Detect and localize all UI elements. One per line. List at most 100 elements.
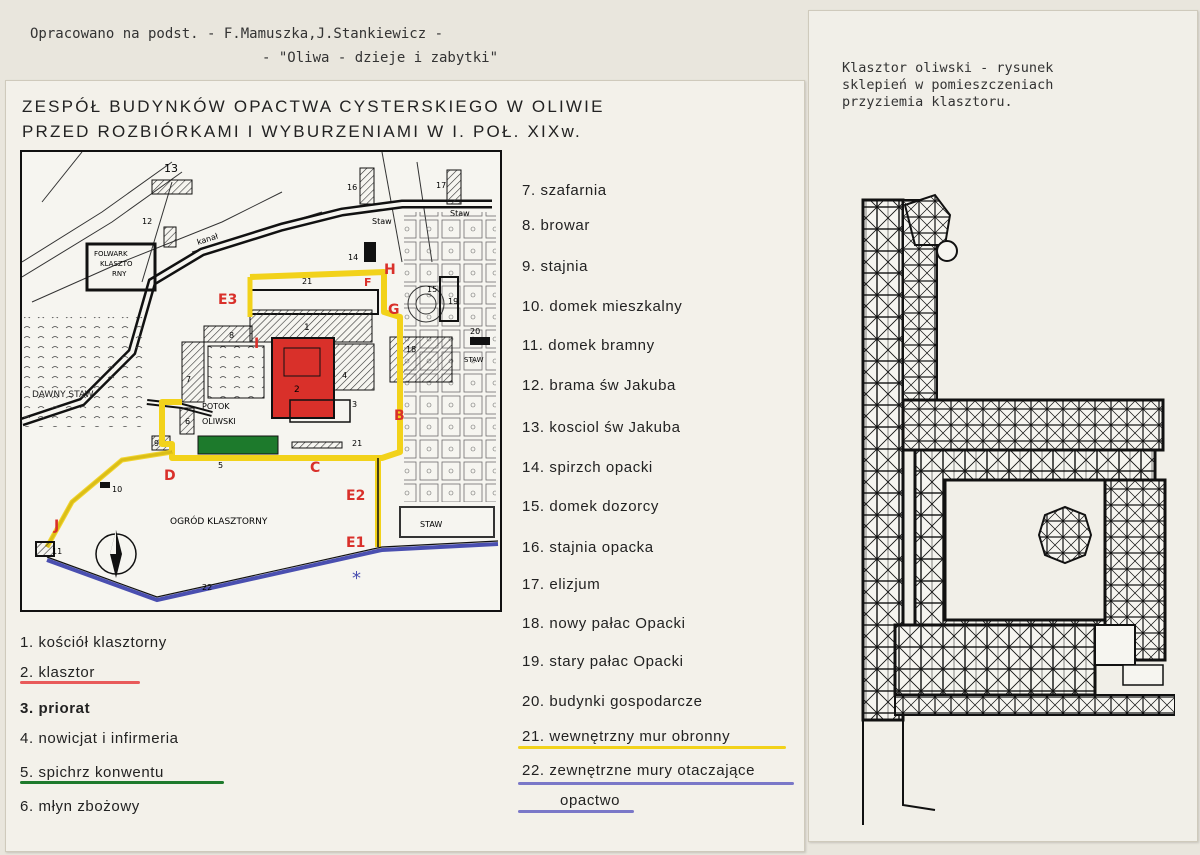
vault-plan-drawing [861,193,1175,825]
label-folwark-1: FOLWARK [94,250,128,258]
legend-item-18: 18. nowy pałac Opacki [522,615,686,632]
label-staw-1: Staw [372,217,392,226]
mark-f: F [364,276,372,289]
num-8: 8 [229,331,234,340]
num-14: 14 [348,253,358,262]
legend-left: 1. kościół klasztorny 2. klasztor 3. pri… [20,628,280,828]
caption-line-3: przyziemia klasztoru. [842,94,1013,110]
legend-item-14: 14. spirzch opacki [522,459,653,476]
legend-item-8: 8. browar [522,217,590,234]
underline-item-5 [20,781,224,784]
mark-e1: E1 [346,535,365,551]
outer-wall [45,450,173,548]
mill-6 [179,407,195,435]
underline-item-2 [20,681,140,684]
legend-item-7: 7. szafarnia [522,182,607,199]
num-20: 20 [470,327,480,336]
label-staw-right: STAW [464,356,484,364]
legend-item-19: 19. stary pałac Opacki [522,653,684,670]
num-6: 6 [185,417,190,426]
legend-item-12: 12. brama św Jakuba [522,377,676,394]
num-4: 4 [342,371,347,380]
num-17: 17 [436,181,446,190]
compass-icon [95,530,137,578]
label-ogrod: OGRÓD KLASZTORNY [170,515,268,527]
blue-mark: * [352,568,361,589]
label-potok-1: POTOK [202,402,230,411]
num-5: 5 [218,461,223,470]
monastery-2 [271,337,335,419]
plan-fountain-house [1037,505,1093,565]
label-staw-bottom: STAW [420,520,442,529]
mark-c: C [310,460,320,476]
vault-plan-caption: Klasztor oliwski - rysunek sklepień w po… [842,60,1053,111]
legend-item-16: 16. stajnia opacka [522,539,654,556]
legend-item-22-cont: opactwo [560,792,621,809]
legend-mid: 7. szafarnia 8. browar 9. stajnia 10. do… [518,178,802,828]
abbey-map: DAWNY STAW FOLWARK KLASZTO RNY 13 12 kan… [20,150,502,612]
courtyard [207,345,265,399]
plan-north-wing [901,398,1165,452]
num-12: 12 [142,217,152,226]
staw-pond [399,506,495,538]
caption-line-1: Klasztor oliwski - rysunek [842,60,1054,76]
legend-item-22: 22. zewnętrzne mury otaczające [522,762,756,779]
label-folwark-2: KLASZTO [100,260,133,268]
underline-item-22-cont [518,810,634,813]
mark-h: H [384,262,396,278]
granary-5 [197,435,279,455]
map-title: ZESPÓŁ BUDYNKÓW OPACTWA CYSTERSKIEGO W O… [22,94,605,144]
building-7 [181,341,205,403]
folwark [85,242,157,292]
building-11 [35,541,55,557]
outer-wall-22 [46,542,499,603]
building-8 [203,325,253,343]
num-11: 11 [52,547,62,556]
num-3: 3 [352,400,357,409]
building-10 [100,482,110,488]
legend-item-21: 21. wewnętrzny mur obronny [522,728,731,745]
legend-item-13: 13. kosciol św Jakuba [522,419,681,436]
mark-b: B [394,408,405,424]
num-19: 19 [448,297,458,306]
building-13 [151,179,193,195]
mark-e3: E3 [218,292,237,308]
legend-item-9: 9. stajnia [522,258,589,275]
legend-item-6: 6. młyn zbożowy [20,798,140,815]
abbey-map-drawing: DAWNY STAW FOLWARK KLASZTO RNY 13 12 kan… [22,152,499,603]
label-dawny-staw: DAWNY STAW [32,390,94,400]
title-line-2: PRZED ROZBIÓRKAMI I WYBURZENIAMI W I. PO… [22,122,582,141]
priorat-3 [289,399,351,423]
legend-item-10: 10. domek mieszkalny [522,298,683,315]
legend-item-3: 3. priorat [20,700,91,717]
num-9: 9 [154,439,159,448]
dawny-staw-area [24,317,144,427]
credit-line-2: - "Oliwa - dzieje i zabytki" [262,50,499,66]
credit-line-1: Opracowano na podst. - F.Mamuszka,J.Stan… [30,26,444,42]
label-folwark-3: RNY [112,270,127,278]
legend-item-4: 4. nowicjat i infirmeria [20,730,179,747]
plan-south-corridor [894,694,1175,716]
building-14 [364,242,376,262]
building-4 [333,343,375,391]
title-line-1: ZESPÓŁ BUDYNKÓW OPACTWA CYSTERSKIEGO W O… [22,97,605,116]
building-12 [163,226,177,248]
num-22: 22 [202,583,212,592]
num-2: 2 [294,385,300,395]
num-15: 15 [427,285,437,294]
plan-chapel-top [903,193,952,246]
plan-south-wing [893,623,1097,697]
red-letter-marks: E3 H G I B E2 E1 C D J F [53,262,405,551]
legend-item-1: 1. kościół klasztorny [20,634,167,651]
mark-j: J [53,518,59,534]
num-18: 18 [406,345,416,354]
num-16: 16 [347,183,357,192]
plan-church-nave [861,198,905,722]
building-17 [446,169,462,205]
legend-item-2: 2. klasztor [20,664,95,681]
legend-item-17: 17. elizjum [522,576,601,593]
num-10: 10 [112,485,122,494]
num-21-top: 21 [302,277,312,286]
mark-d: D [164,468,176,484]
legend-item-20: 20. budynki gospodarcze [522,693,703,710]
